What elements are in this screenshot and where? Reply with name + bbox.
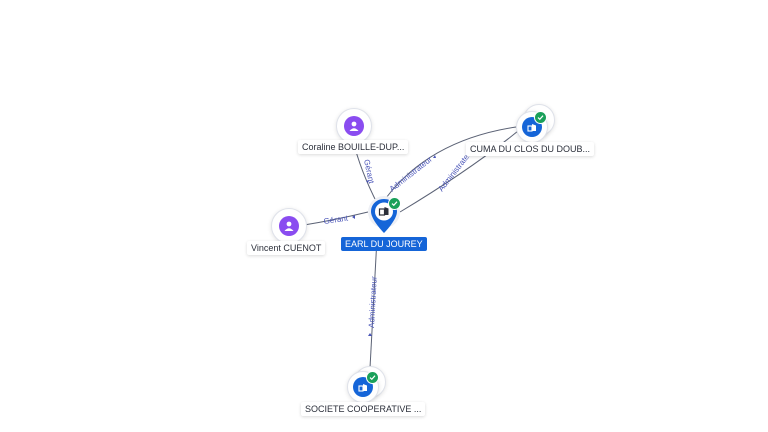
edge-label-admin-societe: Administrateur <box>367 276 379 328</box>
label-coraline[interactable]: Coraline BOUILLE-DUP... <box>298 140 409 154</box>
edge-label-admin-cuma-1: Administrateur <box>388 155 434 194</box>
arrow-cuma-1 <box>433 155 436 158</box>
building-icon <box>378 207 389 216</box>
edge-vincent-earl <box>303 211 369 226</box>
verified-check-icon <box>388 197 401 210</box>
edge-label-coraline-gerant: Gérant <box>362 159 376 186</box>
edge-earl-cuma-2 <box>399 130 519 213</box>
label-societe[interactable]: SOCIETE COOPERATIVE ... <box>301 402 426 416</box>
label-cuma[interactable]: CUMA DU CLOS DU DOUB... <box>466 142 595 156</box>
person-icon <box>279 216 299 236</box>
label-vincent[interactable]: Vincent CUENOT <box>247 241 326 255</box>
node-coraline[interactable] <box>336 108 372 144</box>
label-earl-du-jourey[interactable]: EARL DU JOUREY <box>341 237 427 251</box>
arrow-societe <box>368 333 372 336</box>
person-icon <box>344 116 364 136</box>
node-cuma[interactable] <box>516 111 548 143</box>
node-vincent[interactable] <box>271 208 307 244</box>
node-societe[interactable] <box>347 371 379 403</box>
edge-label-vincent-gerant: Gérant <box>323 214 349 226</box>
arrow-coraline <box>366 180 369 183</box>
edge-earl-cuma-1 <box>385 126 517 199</box>
verified-check-icon <box>534 111 547 124</box>
arrow-vincent <box>352 215 355 219</box>
verified-check-icon <box>366 371 379 384</box>
edge-earl-societe <box>369 237 378 369</box>
